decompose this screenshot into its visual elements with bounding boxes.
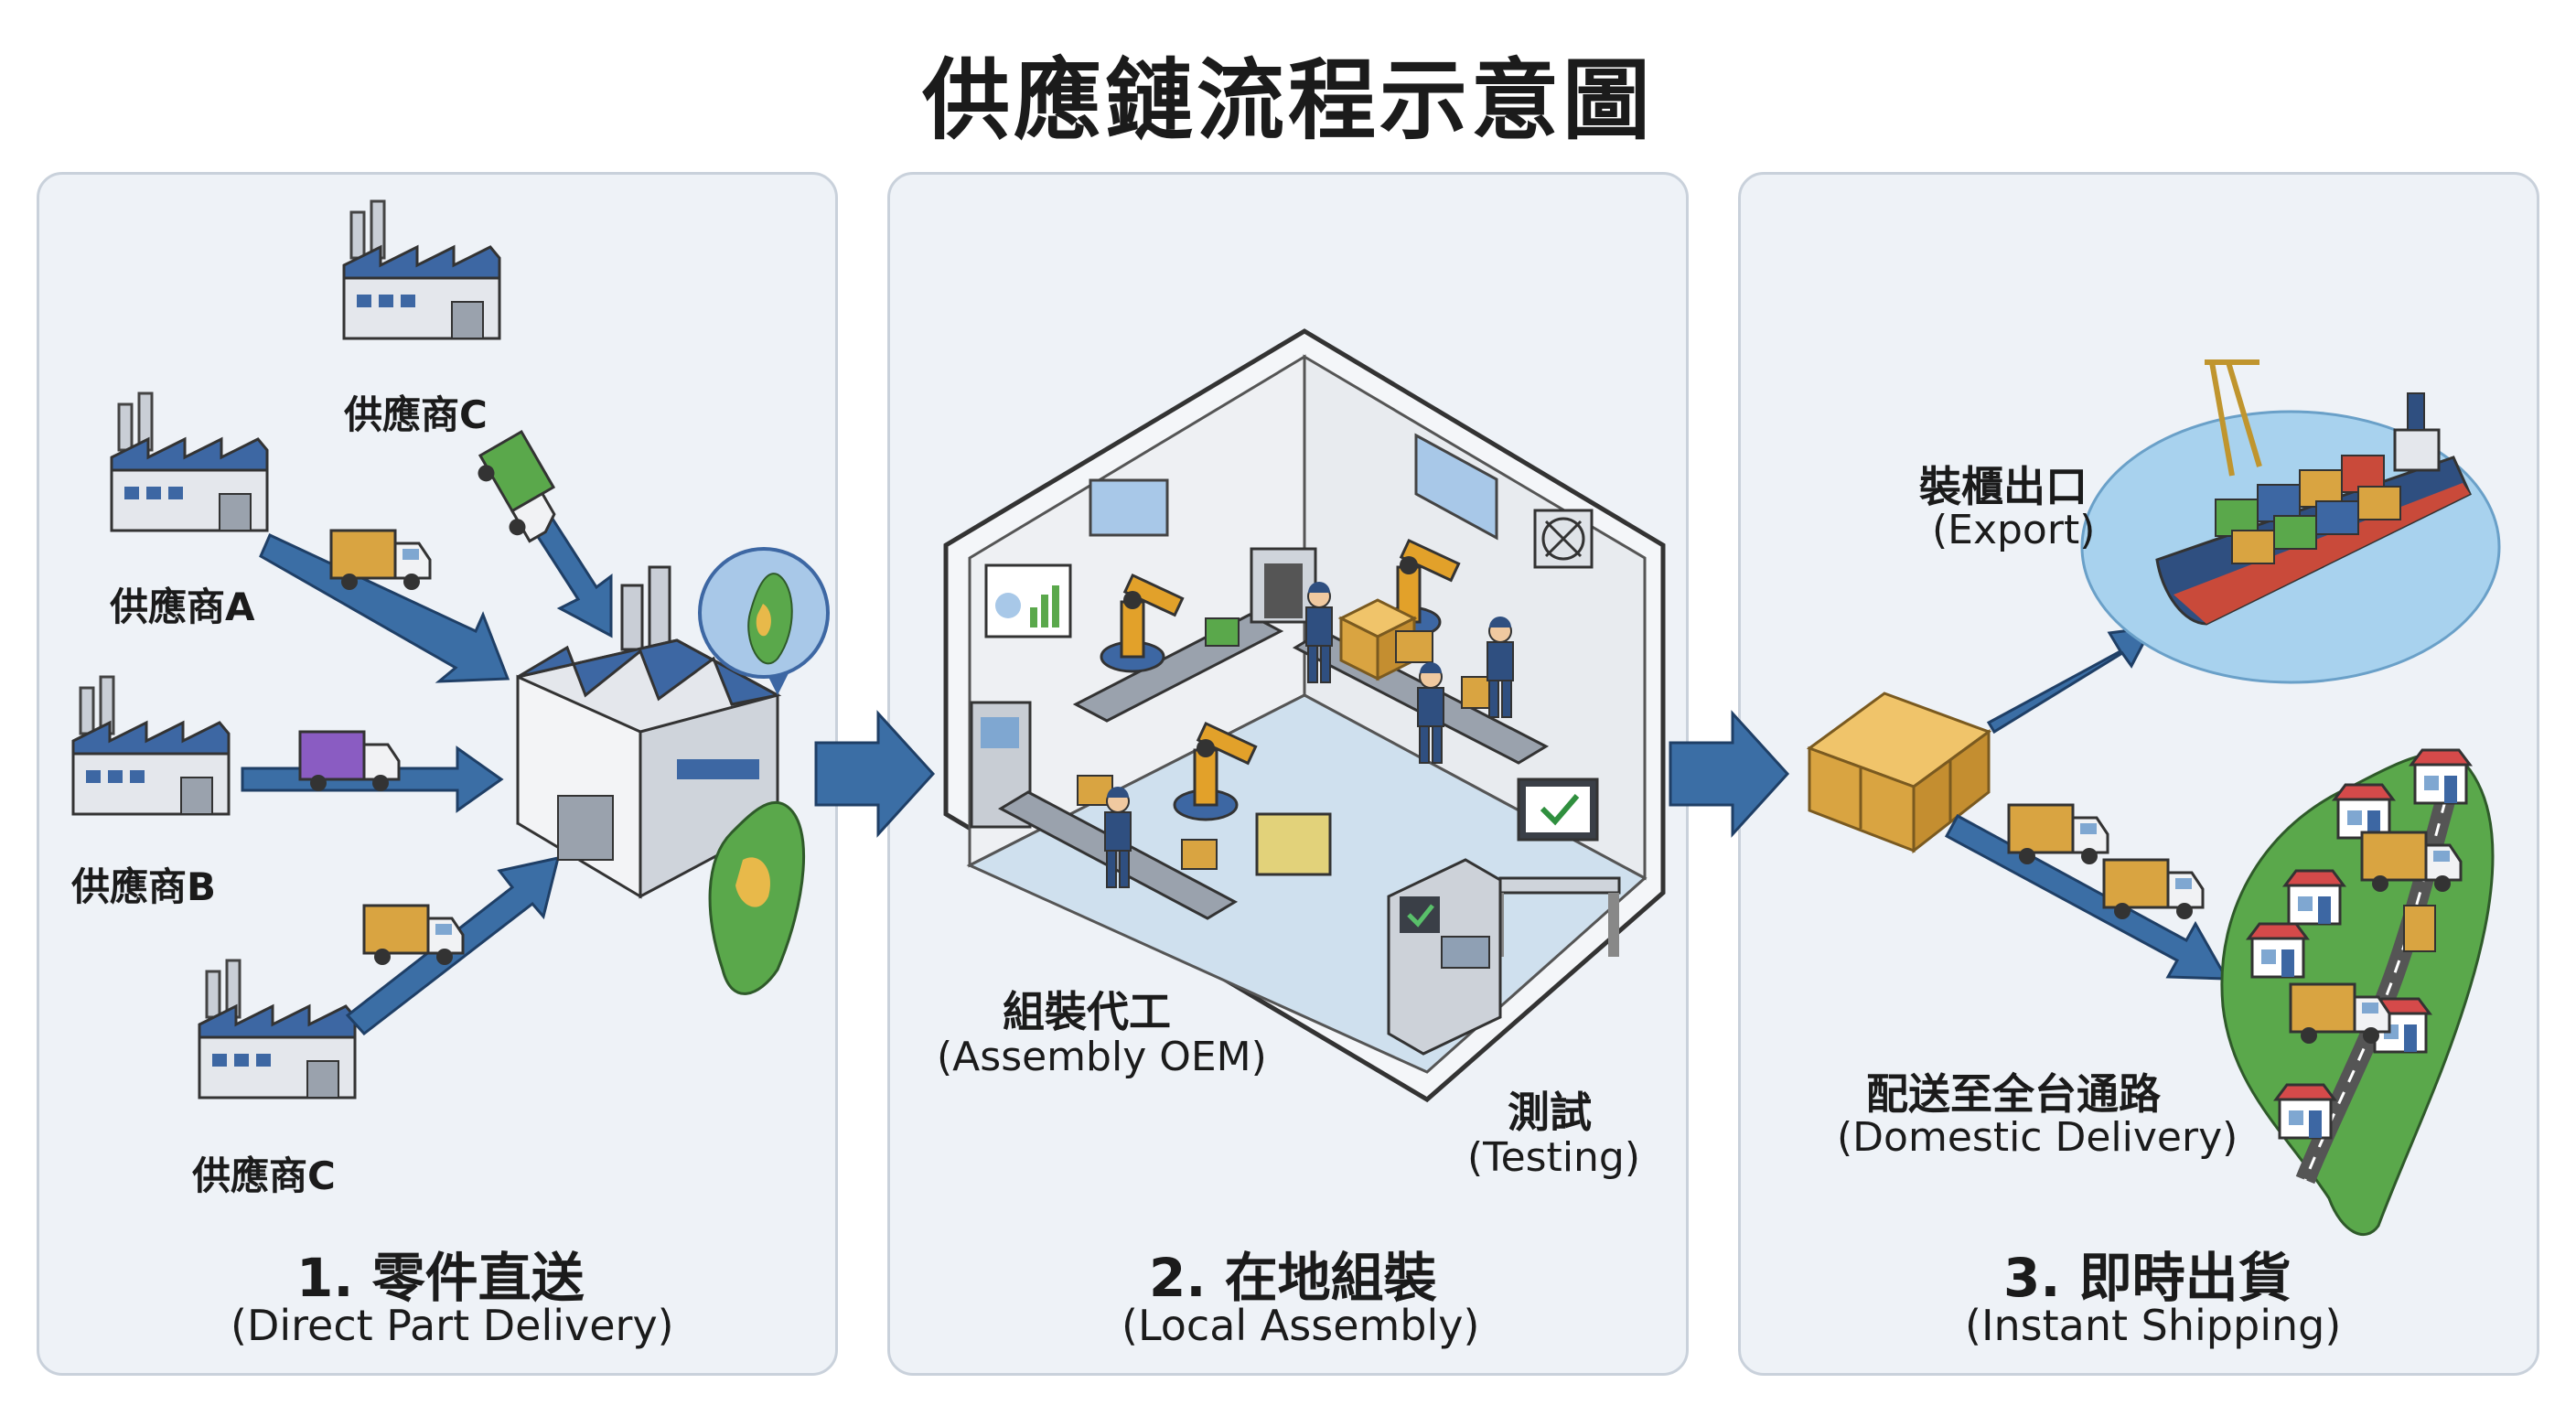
truck-b <box>298 730 401 791</box>
taiwan-location-pin-icon <box>698 547 830 695</box>
map-truck-2 <box>2403 905 2436 952</box>
supplier-label-c-top: 供應商C <box>344 392 488 437</box>
conveyor-lower <box>997 790 1239 920</box>
truck-a <box>329 529 432 592</box>
testing-label: 測試 <box>1508 1088 1592 1137</box>
flow-arrow-1-to-2 <box>814 710 936 838</box>
shop-icon-6 <box>2274 1083 2336 1140</box>
shop-icon-3 <box>2283 869 2345 926</box>
delivery-truck-2 <box>2102 858 2205 921</box>
window-right <box>1414 433 1498 541</box>
domestic-arrow <box>1944 813 2229 981</box>
domestic-delivery-label-en: (Domestic Delivery) <box>1837 1114 2238 1161</box>
taiwan-map-icon <box>708 800 806 995</box>
page-title: 供應鏈流程示意圖 <box>922 49 1654 152</box>
step3-heading: 3. 即時出貨 <box>2003 1247 2292 1309</box>
parts-cart <box>1255 812 1332 876</box>
truck-c-bottom <box>362 904 465 967</box>
assembly-oem-label-en: (Assembly OEM) <box>937 1034 1267 1080</box>
step2-subheading: (Local Assembly) <box>1122 1301 1480 1350</box>
assembly-room-illustration <box>943 328 1666 1103</box>
window-left <box>1089 478 1169 537</box>
step1-subheading: (Direct Part Delivery) <box>231 1301 674 1350</box>
supplier-factory-c-top <box>342 199 501 340</box>
testing-station-icon <box>1493 778 1621 957</box>
delivery-truck-1 <box>2007 803 2109 866</box>
domestic-delivery-label: 配送至全台通路 <box>1866 1069 2161 1119</box>
supplier-factory-b <box>71 675 231 816</box>
supplier-label-c-bottom: 供應商C <box>192 1153 336 1198</box>
shop-icon-2 <box>2410 748 2472 805</box>
supplier-label-a: 供應商A <box>110 585 255 629</box>
testing-machine-icon <box>1387 858 1502 1056</box>
export-label-en: (Export) <box>1932 507 2096 553</box>
export-label: 裝櫃出口 <box>1919 462 2088 511</box>
step3-subheading: (Instant Shipping) <box>1965 1301 2342 1350</box>
shipping-boxes-icon <box>1806 692 1992 854</box>
wall-chart-board <box>984 563 1072 638</box>
container-ship-icon <box>2080 359 2501 684</box>
flow-arrow-2-to-3 <box>1669 710 1790 838</box>
assembly-oem-label: 組裝代工 <box>1003 987 1171 1036</box>
truck-c-top <box>478 429 556 543</box>
supplier-label-b: 供應商B <box>71 864 217 909</box>
shop-icon-4 <box>2247 922 2309 979</box>
step1-heading: 1. 零件直送 <box>296 1247 585 1309</box>
shop-icon-1 <box>2333 783 2395 840</box>
step2-heading: 2. 在地組裝 <box>1149 1247 1437 1309</box>
supplier-factory-a <box>110 391 269 532</box>
supplier-factory-c-bottom <box>198 959 357 1099</box>
testing-label-en: (Testing) <box>1467 1134 1641 1181</box>
export-arrow <box>1986 626 2154 735</box>
main-factory-icon <box>516 565 782 899</box>
taiwan-distribution-map <box>2220 748 2495 1237</box>
exhaust-fan-icon <box>1533 509 1594 569</box>
